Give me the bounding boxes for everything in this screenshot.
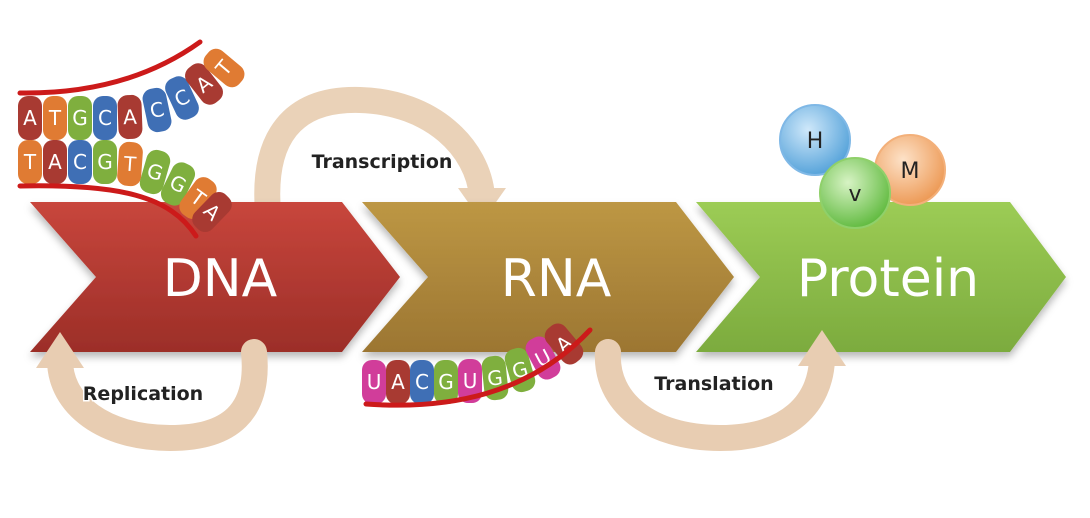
dna-top-base: T <box>43 96 67 140</box>
dna-bottom-base: C <box>68 140 92 184</box>
dna-top-base-label: A <box>123 105 138 129</box>
rna-backbone <box>363 327 593 408</box>
dna-bottom-base: A <box>192 191 232 233</box>
protein-arrow <box>696 202 1066 352</box>
dna-bottom-base: G <box>160 162 196 206</box>
rna-base: G <box>504 347 536 393</box>
amino-acid-h: H <box>779 104 851 176</box>
dna-bottom-base: G <box>139 149 171 195</box>
dna-bottom-base: G <box>93 140 117 184</box>
rna-base: G <box>434 360 458 404</box>
dna-bottom-base: A <box>43 140 67 184</box>
rna-base-label: A <box>391 370 405 394</box>
dna-top-base-label: C <box>148 97 167 123</box>
rna-base: U <box>362 360 386 404</box>
dna-bottom-base-label: G <box>144 158 166 185</box>
dna-top-base: C <box>93 96 117 140</box>
dna-bottom-base-label: T <box>122 152 138 177</box>
amino-acid-h-label: H <box>807 129 824 154</box>
dna-top-base: A <box>117 94 143 140</box>
amino-acid-v: v <box>819 157 891 229</box>
rna-base-label: U <box>463 369 478 393</box>
rna-base-label: G <box>438 370 454 394</box>
dna-top-base: C <box>165 76 199 120</box>
rna-base: C <box>410 360 434 404</box>
dna-bottom-base-label: C <box>73 150 87 174</box>
dna-top-base-label: C <box>98 106 112 130</box>
rna-base: A <box>386 360 410 404</box>
dna-bottom-base: T <box>18 140 42 184</box>
dna-bottom-base-label: A <box>48 150 62 174</box>
dna-top-base-label: T <box>48 106 62 130</box>
dna-bottom-base-label: T <box>23 150 37 174</box>
dna-top-base: G <box>68 96 92 140</box>
rna-base: U <box>458 359 482 403</box>
transcription-label: Transcription <box>312 151 453 173</box>
amino-acid-cluster: H M v <box>779 104 946 229</box>
rna-base: U <box>525 336 561 380</box>
rna-base-label: U <box>367 370 382 394</box>
replication-arc <box>36 332 268 452</box>
dna-label: DNA <box>163 249 278 309</box>
rna-base-label: G <box>486 365 504 390</box>
amino-acid-m-label: M <box>901 159 920 184</box>
dna-bottom-base-label: G <box>97 150 113 174</box>
amino-acid-v-label: v <box>848 182 861 207</box>
dna-top-base-label: A <box>23 106 37 130</box>
rna-arrow <box>362 202 734 352</box>
dna-bottom-backbone <box>17 183 199 239</box>
rna-label: RNA <box>501 249 612 309</box>
dna-top-base-label: G <box>72 106 88 130</box>
protein-label: Protein <box>797 249 979 309</box>
translation-label: Translation <box>654 373 773 395</box>
dna-top-base: C <box>142 87 172 133</box>
dna-top-backbone <box>17 39 203 96</box>
rna-base-label: C <box>415 370 429 394</box>
dna-bottom-base: T <box>117 141 143 187</box>
translation-arc <box>594 330 846 452</box>
replication-label: Replication <box>83 383 203 405</box>
dna-arrow <box>30 202 400 352</box>
dna-top-base: A <box>18 96 42 140</box>
amino-acid-m: M <box>874 134 946 206</box>
